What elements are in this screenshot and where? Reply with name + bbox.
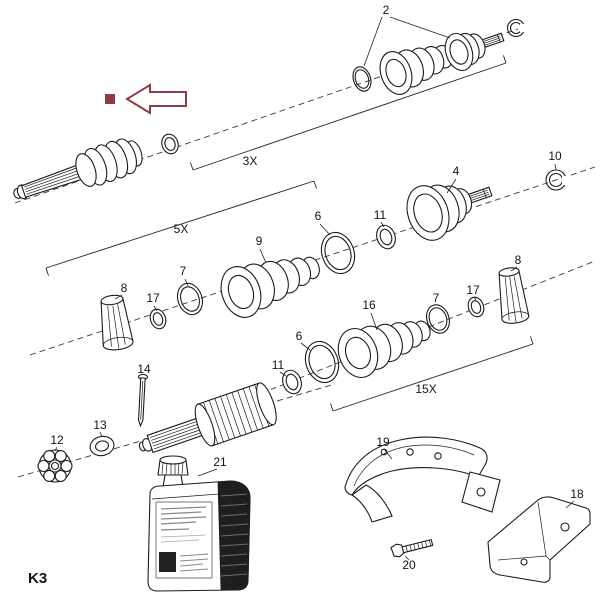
- callout-part-13: 13: [93, 418, 107, 432]
- callout-qty-middle: 5X: [174, 222, 189, 236]
- callout-part-18: 18: [570, 487, 584, 501]
- boot-clamp-6-upper: [320, 231, 356, 275]
- bolt-20: [390, 538, 434, 558]
- leader-lines: [54, 16, 575, 561]
- callout-part-16: 16: [362, 298, 376, 312]
- bracket-5x-line: [45, 180, 317, 276]
- callout-qty-top: 3X: [243, 154, 258, 168]
- tripod-joint-12: [37, 449, 73, 483]
- washer-left-shaft: [161, 133, 179, 155]
- oil-bottle-21: [147, 455, 251, 592]
- selection-marker-square: [105, 94, 115, 104]
- bracket-3x-line: [189, 55, 507, 171]
- callout-part-2: 2: [383, 3, 390, 17]
- callout-part-9: 9: [256, 234, 263, 248]
- pin-14: [137, 373, 149, 428]
- callout-part-14: 14: [137, 362, 151, 376]
- callout-part-8-left: 8: [121, 281, 128, 295]
- bracket-19: [344, 436, 501, 523]
- boot-clamp-7-lower: [426, 304, 450, 334]
- callout-part-11-upper: 11: [374, 208, 387, 222]
- bracket-18: [487, 496, 591, 583]
- washer-13: [89, 435, 115, 457]
- drive-shaft-left: [13, 138, 143, 200]
- callout-part-19: 19: [376, 435, 390, 449]
- bracket-15x-line: [330, 336, 534, 412]
- cv-joint-2: [444, 32, 505, 72]
- callout-qty-lower: 15X: [415, 382, 436, 396]
- callout-part-6-lower: 6: [296, 329, 303, 343]
- page-code-label: K3: [28, 570, 47, 587]
- callout-part-8-right: 8: [515, 253, 522, 267]
- callout-part-7-upper: 7: [180, 264, 187, 278]
- washer-11-upper: [376, 224, 396, 250]
- boot-clamp-2: [352, 66, 372, 92]
- cone-cover-8-left: [100, 294, 134, 351]
- cv-joint-4: [406, 184, 493, 241]
- cv-boot-2: [379, 44, 454, 95]
- intermediate-shaft: [138, 382, 277, 454]
- circlip-2: [506, 18, 527, 38]
- selection-arrow-icon: [125, 83, 187, 115]
- callout-part-4: 4: [453, 164, 460, 178]
- callout-part-21: 21: [213, 455, 227, 469]
- boot-clamp-7-upper: [176, 282, 204, 316]
- callout-part-10: 10: [548, 149, 562, 163]
- cv-boot-16: [337, 320, 431, 378]
- washer-17-left: [149, 308, 167, 330]
- cone-cover-8-right: [498, 267, 530, 324]
- callout-part-11-lower: 11: [272, 358, 285, 372]
- callout-part-6-upper: 6: [315, 209, 322, 223]
- washer-11-lower: [282, 369, 302, 395]
- callout-part-17-left: 17: [146, 291, 160, 305]
- callout-part-12: 12: [50, 433, 64, 447]
- callout-part-20: 20: [402, 558, 416, 572]
- callout-labels: 2 3X 4 10 5X 6 11 9 7 17 8 8 17 7 16 6 1…: [28, 3, 584, 587]
- callout-part-7-lower: 7: [433, 291, 440, 305]
- cv-boot-9: [220, 256, 320, 318]
- callout-part-17-right: 17: [466, 283, 480, 297]
- boot-clamp-6-lower: [304, 340, 340, 384]
- washer-17-right: [467, 296, 485, 318]
